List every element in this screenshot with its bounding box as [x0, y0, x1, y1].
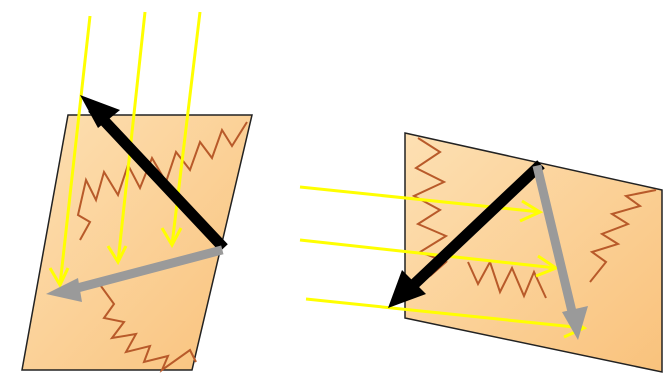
left-gray-arrow	[46, 245, 224, 302]
right-gray-arrow	[532, 164, 588, 340]
right-panel	[299, 132, 663, 373]
left-incident-ray-3	[170, 11, 202, 246]
right-incident-ray-1-head	[519, 199, 544, 223]
left-incident-ray-1	[58, 15, 92, 286]
left-incident-ray-2	[116, 11, 147, 263]
left-incident-ray-1-head	[48, 267, 70, 289]
left-zigzag-lower	[97, 281, 197, 373]
left-panel-body	[21, 114, 253, 371]
left-incident-ray-2-head	[106, 245, 128, 266]
right-black-arrow	[388, 160, 545, 308]
right-zigzag-bottom	[467, 259, 547, 299]
left-panel	[21, 11, 253, 373]
left-black-arrow	[80, 95, 228, 252]
right-black-arrow-head	[388, 270, 426, 308]
right-gray-arrow-head	[562, 306, 588, 340]
left-incident-ray-3-head	[160, 227, 183, 249]
right-incident-ray-2	[299, 238, 557, 270]
left-incident-rays	[48, 11, 202, 289]
right-incident-ray-2-head	[535, 254, 560, 278]
right-incident-ray-3	[305, 297, 585, 330]
right-zigzag-right	[589, 189, 657, 283]
left-black-arrow-head	[80, 95, 120, 128]
left-gray-arrow-head	[46, 278, 82, 302]
right-panel-body	[404, 132, 663, 373]
